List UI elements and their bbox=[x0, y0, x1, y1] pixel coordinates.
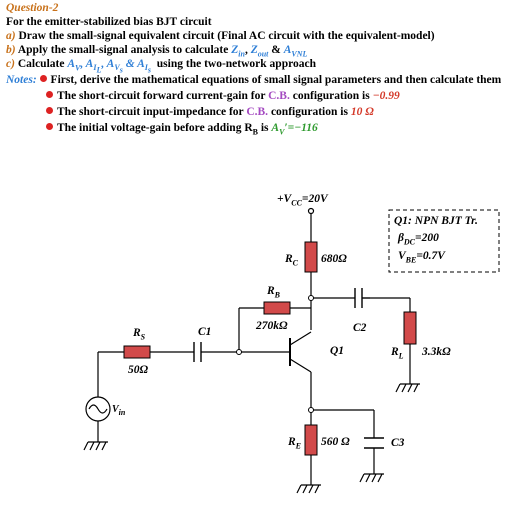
bullet-icon bbox=[46, 123, 53, 130]
transistor-collector bbox=[289, 331, 312, 346]
zout-symbol: Zout bbox=[250, 44, 269, 59]
rc-value: 680Ω bbox=[321, 253, 347, 265]
part-c: c) Calculate AV, AIL, AVs & AIs using th… bbox=[6, 58, 316, 77]
transistor-info-box bbox=[388, 209, 500, 273]
rl-label: RL bbox=[391, 346, 404, 361]
part-c-marker: c) bbox=[6, 58, 15, 70]
rb-label: RB bbox=[267, 285, 281, 300]
initial-gain-value: AV′=−116 bbox=[271, 122, 318, 137]
vcc-label: +VCC=20V bbox=[277, 193, 328, 208]
rl-resistor bbox=[403, 311, 417, 345]
rb-value: 270kΩ bbox=[256, 320, 288, 332]
zin-symbol: Zin bbox=[231, 44, 245, 59]
part-a-marker: a) bbox=[6, 30, 16, 42]
avnl-symbol: AVNL bbox=[283, 44, 308, 59]
collector-node bbox=[308, 295, 314, 301]
rl-value: 3.3kΩ bbox=[422, 346, 451, 358]
beta-dc: βDC=200 bbox=[398, 232, 439, 247]
transistor-emitter bbox=[289, 358, 312, 373]
re-resistor bbox=[304, 424, 318, 456]
c3-label: C3 bbox=[391, 437, 405, 449]
emitter-node bbox=[308, 407, 314, 413]
base-node bbox=[236, 349, 242, 355]
gain-symbols: AV, AIL, AVs & AIs bbox=[67, 58, 152, 75]
input-impedance-value: 10 Ω bbox=[350, 106, 374, 118]
ground-icon-source bbox=[83, 441, 108, 451]
ground-icon-rl bbox=[395, 383, 420, 393]
re-value: 560 Ω bbox=[321, 436, 350, 448]
notes-line-4: The initial voltage-gain before adding R… bbox=[46, 122, 318, 138]
rs-value: 50Ω bbox=[128, 364, 149, 376]
rs-resistor bbox=[123, 345, 151, 359]
vin-label: Vin bbox=[112, 404, 126, 417]
notes-line-3: The short-circuit input-impedance for C.… bbox=[46, 106, 374, 119]
part-c-suffix: using the two-network approach bbox=[156, 58, 316, 70]
re-label: RE bbox=[288, 436, 302, 451]
notes-line-2: The short-circuit forward current-gain f… bbox=[46, 90, 400, 103]
forward-gain-value: −0.99 bbox=[372, 90, 400, 102]
c1-label: C1 bbox=[198, 326, 212, 338]
notes-line-1-text: First, derive the mathematical equations… bbox=[50, 74, 502, 86]
rc-label: RC bbox=[285, 253, 299, 268]
rc-resistor bbox=[304, 241, 318, 273]
rs-label: RS bbox=[133, 327, 146, 342]
vcc-terminal bbox=[307, 207, 315, 215]
ground-icon-c3 bbox=[359, 473, 384, 483]
bullet-icon bbox=[39, 75, 47, 82]
part-a-text: Draw the small-signal equivalent circuit… bbox=[18, 30, 435, 42]
q1-label: Q1 bbox=[330, 345, 345, 357]
vbe: VBE=0.7V bbox=[398, 250, 445, 265]
intro-text: For the emitter-stabilized bias BJT circ… bbox=[6, 16, 212, 28]
ground-icon-re bbox=[296, 484, 321, 494]
part-a: a) Draw the small-signal equivalent circ… bbox=[6, 30, 435, 43]
bullet-icon bbox=[46, 107, 53, 114]
c2-label: C2 bbox=[353, 322, 367, 334]
transistor-type: Q1: NPN BJT Tr. bbox=[394, 215, 478, 227]
part-b-marker: b) bbox=[6, 44, 16, 56]
notes-line-1: Notes: First, derive the mathematical eq… bbox=[6, 74, 501, 87]
part-b-text: Apply the small-signal analysis to calcu… bbox=[17, 44, 229, 56]
sine-wave-icon bbox=[88, 404, 108, 414]
part-c-prefix: Calculate bbox=[17, 58, 65, 70]
part-b: b) Apply the small-signal analysis to ca… bbox=[6, 44, 308, 59]
question-title: Question-2 bbox=[6, 2, 59, 14]
bullet-icon bbox=[46, 91, 53, 98]
rb-resistor bbox=[263, 301, 291, 315]
notes-label: Notes: bbox=[6, 74, 37, 86]
